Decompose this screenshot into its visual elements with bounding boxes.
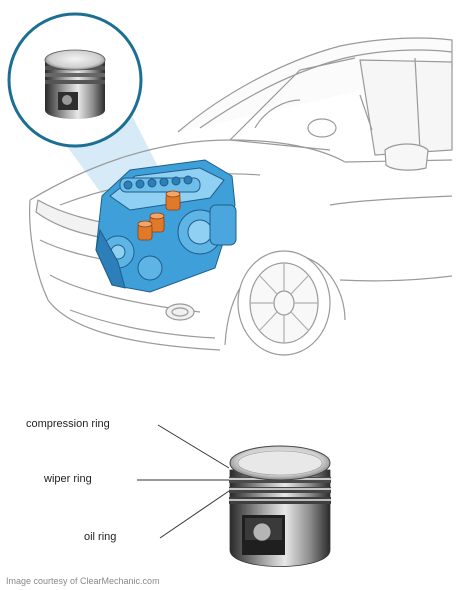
compression-ring-label: compression ring	[26, 418, 110, 430]
compression-ring-leader	[157, 424, 230, 469]
engine-icon	[95, 159, 237, 293]
piston-icon	[44, 49, 106, 119]
oil-ring-leader	[159, 490, 230, 539]
oil-ring-label: oil ring	[84, 531, 117, 543]
leader-lines	[137, 424, 230, 539]
wiper-ring-label: wiper ring	[44, 473, 92, 485]
engine-pistons	[137, 190, 181, 241]
large-piston-icon	[229, 445, 331, 567]
image-credit: Image courtesy of ClearMechanic.com	[6, 576, 160, 586]
